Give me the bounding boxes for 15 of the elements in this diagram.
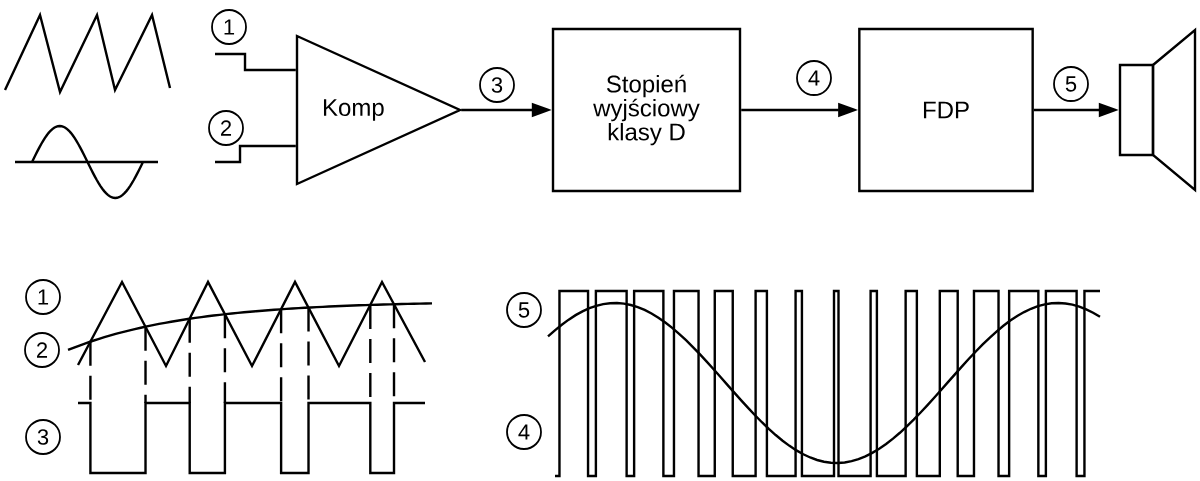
circled-number: 3 (25, 419, 61, 455)
circled-number: 1 (25, 279, 61, 315)
connector-line (215, 144, 296, 164)
circled-number: 4 (506, 414, 542, 450)
circled-number: 2 (24, 332, 60, 368)
circled-number: 5 (1053, 66, 1089, 102)
circled-number: 4 (796, 60, 832, 96)
connector-line (215, 52, 296, 72)
circled-number: 3 (479, 67, 515, 103)
process-box: FDP (858, 27, 1034, 193)
circled-number: 5 (506, 292, 542, 328)
circled-number: 2 (208, 110, 244, 146)
circled-number: 1 (211, 9, 247, 45)
process-box: Stopień wyjściowy klasy D (551, 27, 742, 193)
speaker-drawing (1118, 27, 1197, 193)
